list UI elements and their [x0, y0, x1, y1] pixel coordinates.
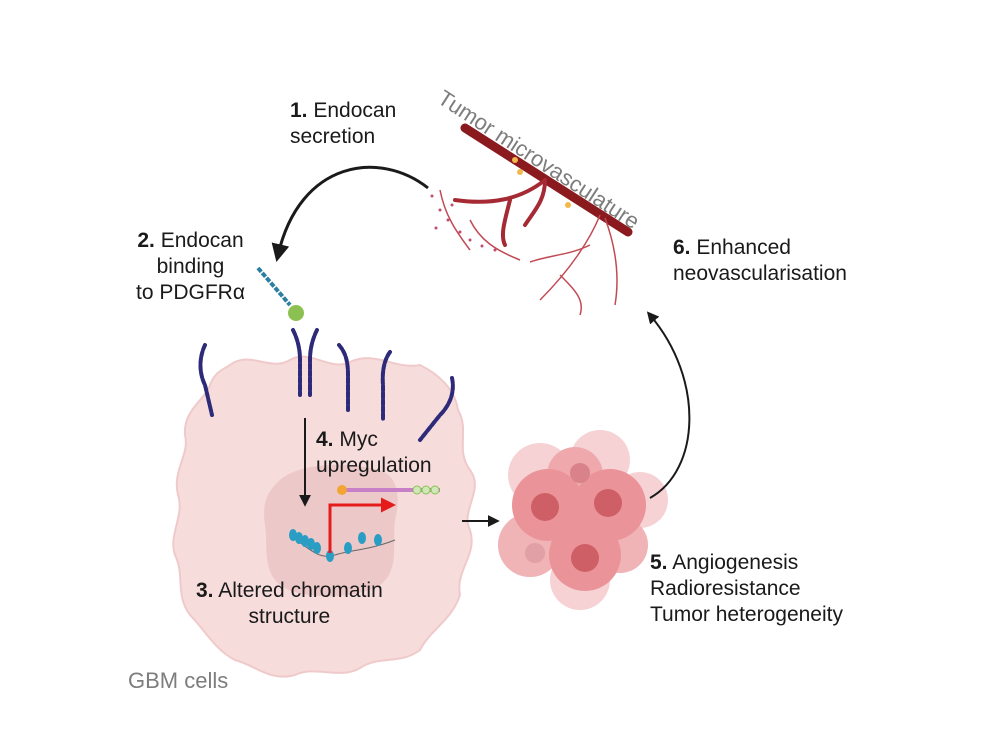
step-1-label: 1. Endocan secretion — [290, 98, 396, 150]
step-2-label: 2. Endocan binding to PDGFRα — [136, 228, 245, 306]
step-number: 1. — [290, 99, 308, 122]
step-text: Enhanced — [696, 236, 791, 259]
step-text: Tumor heterogeneity — [650, 603, 843, 626]
step-text: structure — [248, 605, 331, 628]
receptor — [380, 350, 392, 422]
step-number: 5. — [650, 551, 668, 574]
receptor-dimer-left — [291, 328, 302, 397]
step-number: 6. — [673, 236, 691, 259]
step-number: 2. — [137, 229, 155, 252]
endocan-molecule — [256, 266, 292, 307]
step-4-label: 4. Myc upregulation — [316, 427, 432, 479]
step-number: 4. — [316, 428, 334, 451]
step-text: neovascularisation — [673, 262, 847, 285]
step-number: 3. — [196, 579, 214, 602]
step-text: Angiogenesis — [672, 551, 799, 574]
ligand-binding-site — [288, 305, 304, 321]
feedback-arrow — [646, 311, 691, 499]
step-text: secretion — [290, 125, 376, 148]
step-text: Radioresistance — [650, 577, 801, 600]
secretion-arrow — [271, 165, 429, 263]
receptor — [198, 343, 214, 417]
myc-mrna — [337, 485, 440, 495]
step-text: to PDGFRα — [136, 281, 245, 304]
receptor — [337, 343, 350, 412]
step-5-label: 5. Angiogenesis Radioresistance Tumor he… — [650, 550, 843, 628]
gbm-cells-label: GBM cells — [128, 668, 229, 693]
chromatin — [289, 529, 396, 562]
step-6-label: 6. Enhanced neovascularisation — [673, 235, 847, 287]
receptor — [418, 376, 455, 442]
step-text: Myc — [339, 428, 378, 451]
step-text: upregulation — [316, 454, 432, 477]
tumor-cluster — [498, 430, 668, 610]
step-3-label: 3. Altered chromatin structure — [196, 578, 383, 630]
receptors — [198, 328, 455, 442]
step-text: binding — [156, 255, 225, 278]
transcription-start-arrow — [328, 497, 396, 553]
step-text: Altered chromatin — [218, 579, 383, 602]
step-text: Endocan — [160, 229, 244, 252]
receptor-dimer-right — [308, 328, 319, 397]
tumor-microvasculature — [430, 123, 633, 316]
step-text: Endocan — [313, 99, 397, 122]
